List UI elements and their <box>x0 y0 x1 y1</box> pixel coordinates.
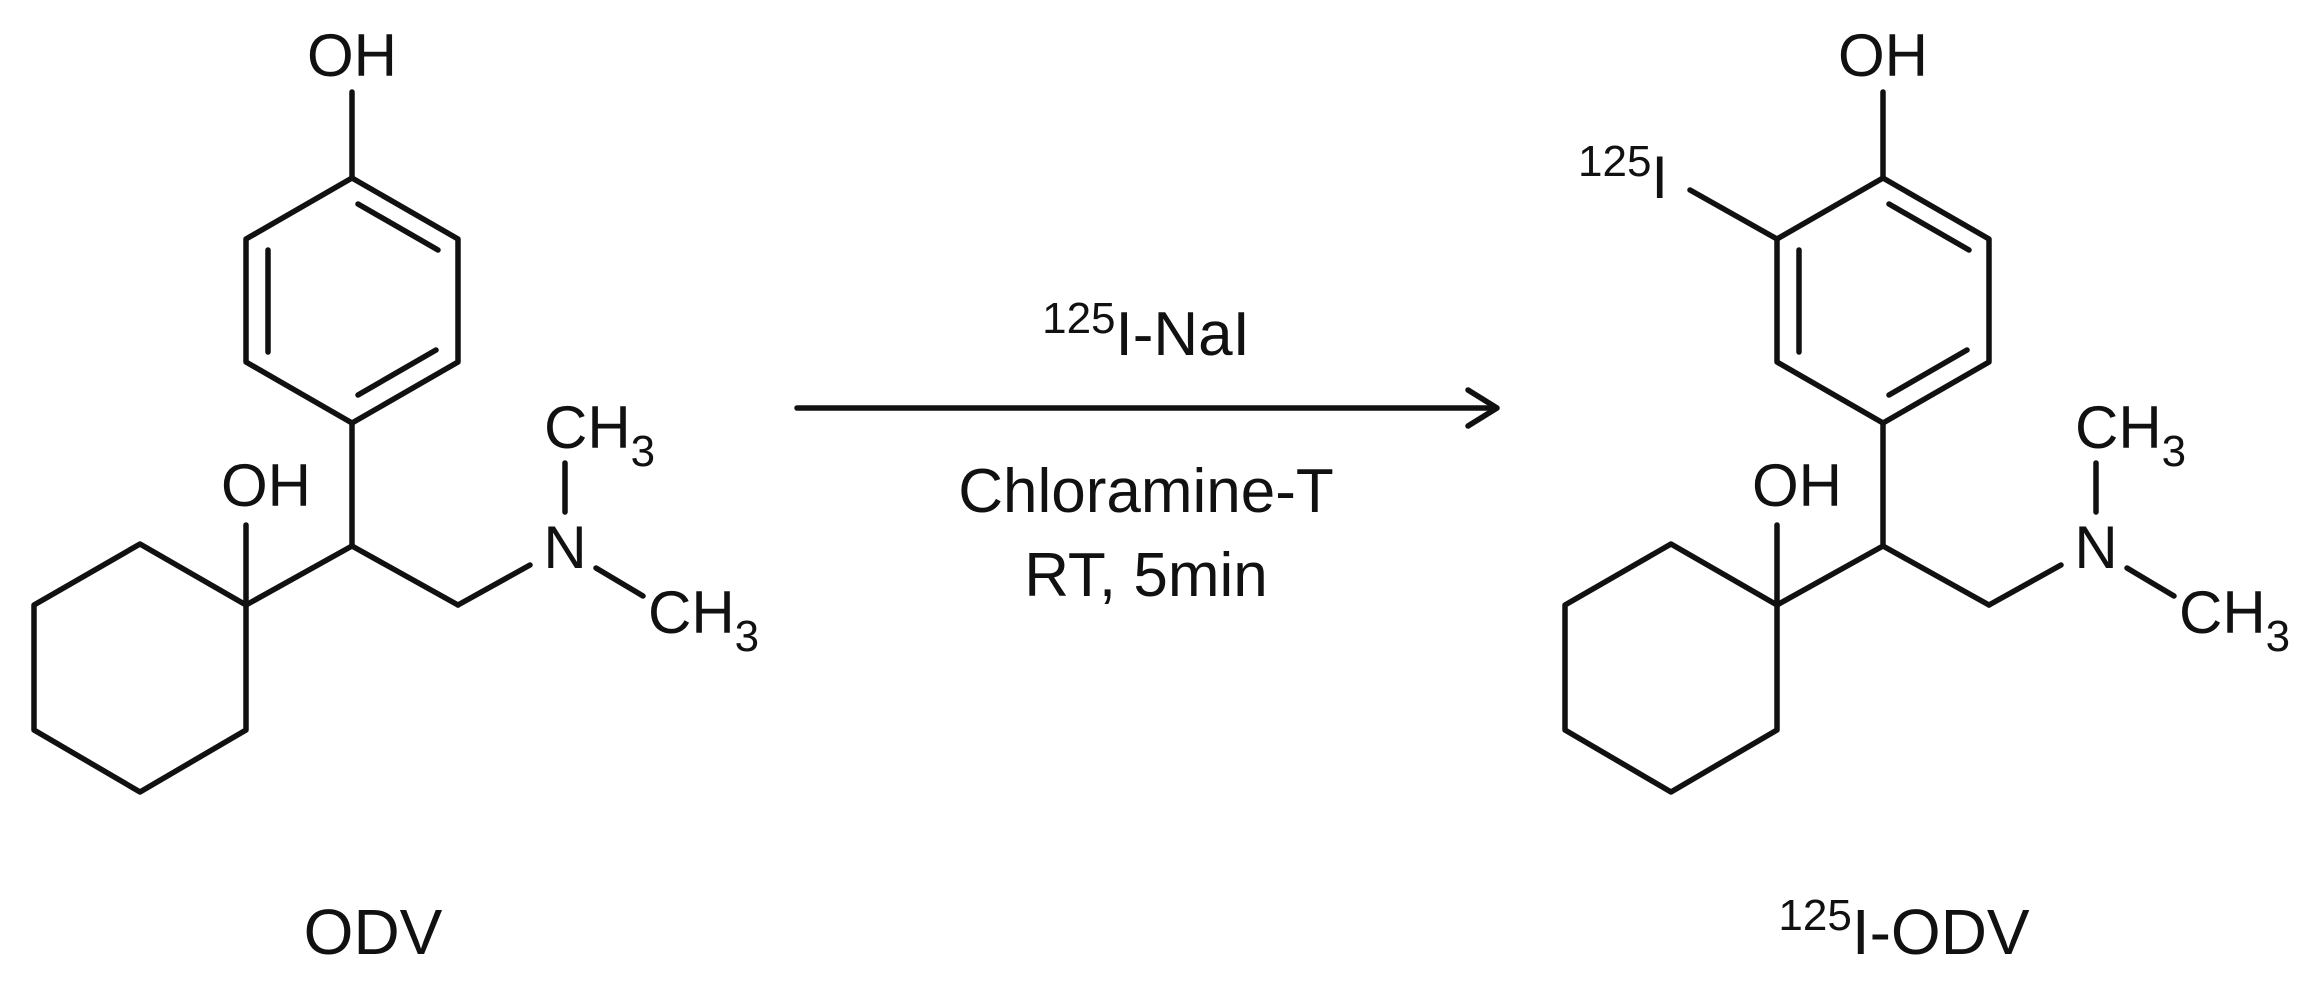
reactant-ring-double-bond-1 <box>355 201 441 253</box>
product-cyclohexane-ring <box>1562 541 1780 795</box>
reactant-cyclohexanol-oh-label: OH <box>221 452 311 519</box>
reactant-ring-double-bond-2 <box>355 347 439 398</box>
conditions-line2: RT, 5min <box>1024 541 1268 610</box>
reactant-cyclohexyl-bond <box>243 543 355 608</box>
reactant-phenol-oh-label: OH <box>307 22 397 89</box>
reactant-methyl-bottom: CH3 <box>648 579 759 661</box>
conditions-line1: Chloramine-T <box>958 457 1334 526</box>
product-c-i-bond <box>1687 187 1780 242</box>
product-phenol-oh-label: OH <box>1838 22 1928 89</box>
product-iodine-label: 125I <box>1578 137 1668 211</box>
reactant-cyclohexane-ring <box>31 541 249 795</box>
product-nitrogen-label: N <box>2074 514 2117 581</box>
product-ring-double-bond-2 <box>1886 347 1970 398</box>
product-phenol-ring <box>1774 175 1992 426</box>
reactant-cn-bond <box>455 562 533 608</box>
product-ch2-bond <box>1880 543 1992 608</box>
reactant-structure: OH OH N CH3 CH3 <box>31 22 759 795</box>
reaction-arrow <box>794 387 1500 429</box>
reactant-methyl-top: CH3 <box>544 394 655 476</box>
product-cn-bond <box>1986 562 2064 608</box>
reactant-phenol-ring <box>243 175 461 426</box>
product-structure: OH 125I OH N CH3 CH3 <box>1562 22 2290 795</box>
reagent-label: 125I-NaI <box>1042 294 1250 369</box>
product-n-methyl-bottom-bond <box>2124 565 2177 599</box>
reactant-n-methyl-bottom-bond <box>593 565 646 599</box>
product-cyclohexanol-oh-label: OH <box>1752 452 1842 519</box>
reactant-nitrogen-label: N <box>543 514 586 581</box>
reactant-ch2-bond <box>349 543 461 608</box>
product-methyl-bottom: CH3 <box>2179 579 2290 661</box>
product-name: 125I-ODV <box>1778 891 2030 968</box>
reactant-name: ODV <box>304 896 443 968</box>
product-methyl-top: CH3 <box>2075 394 2186 476</box>
product-cyclohexyl-bond <box>1774 543 1886 608</box>
arrow-head <box>1465 387 1500 429</box>
product-ring-double-bond-1 <box>1886 201 1972 253</box>
